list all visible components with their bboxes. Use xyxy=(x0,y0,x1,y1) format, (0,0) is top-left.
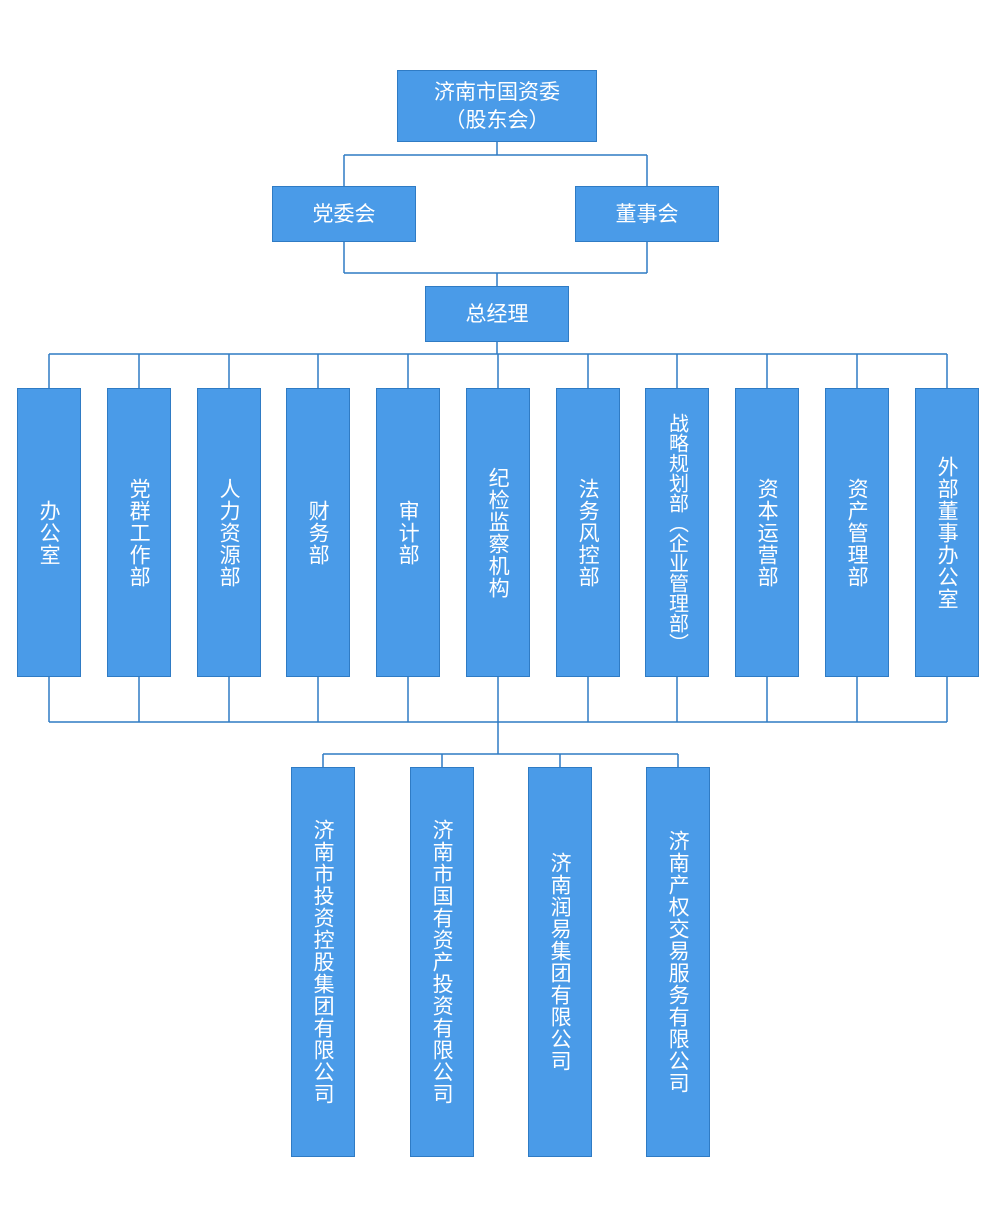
dept-external-directors-office: 外部董事办公室 xyxy=(915,388,979,677)
dept-label: 审计部 xyxy=(396,499,421,566)
subsidiary-investment-holding-group: 济南市投资控股集团有限公司 xyxy=(291,767,355,1157)
dept-strategic-planning: 战略规划部（企业管理部） xyxy=(645,388,709,677)
node-party-committee: 党委会 xyxy=(272,186,416,242)
dept-label: 资产管理部 xyxy=(845,477,870,588)
dept-label: 资本运营部 xyxy=(755,477,780,588)
dept-legal-risk: 法务风控部 xyxy=(556,388,620,677)
subsidiary-label: 济南产权交易服务有限公司 xyxy=(666,830,691,1094)
dept-label: 法务风控部 xyxy=(576,477,601,588)
dept-label: 财务部 xyxy=(306,499,331,566)
subsidiary-property-rights-exchange: 济南产权交易服务有限公司 xyxy=(646,767,710,1157)
general-manager-label: 总经理 xyxy=(465,301,529,326)
top-node-sasac: 济南市国资委 （股东会） xyxy=(397,70,597,142)
board-of-directors-label: 董事会 xyxy=(615,201,679,226)
dept-finance: 财务部 xyxy=(286,388,350,677)
party-committee-label: 党委会 xyxy=(312,201,376,226)
dept-label: 战略规划部（企业管理部） xyxy=(665,412,690,653)
subsidiary-runyi-group: 济南润易集团有限公司 xyxy=(528,767,592,1157)
subsidiary-label: 济南润易集团有限公司 xyxy=(548,852,573,1072)
dept-discipline-inspection: 纪检监察机构 xyxy=(466,388,530,677)
dept-audit: 审计部 xyxy=(376,388,440,677)
dept-party-affairs: 党群工作部 xyxy=(107,388,171,677)
dept-label: 办公室 xyxy=(37,499,62,566)
dept-label: 纪检监察机构 xyxy=(486,466,511,599)
dept-human-resources: 人力资源部 xyxy=(197,388,261,677)
dept-capital-operation: 资本运营部 xyxy=(735,388,799,677)
top-node-label: 济南市国资委 （股东会） xyxy=(434,79,560,132)
subsidiary-label: 济南市国有资产投资有限公司 xyxy=(430,819,455,1105)
dept-asset-management: 资产管理部 xyxy=(825,388,889,677)
dept-office: 办公室 xyxy=(17,388,81,677)
dept-label: 外部董事办公室 xyxy=(935,455,960,610)
subsidiary-state-asset-investment: 济南市国有资产投资有限公司 xyxy=(410,767,474,1157)
dept-label: 党群工作部 xyxy=(127,477,152,588)
subsidiary-label: 济南市投资控股集团有限公司 xyxy=(311,819,336,1105)
dept-label: 人力资源部 xyxy=(217,477,242,588)
node-board-of-directors: 董事会 xyxy=(575,186,719,242)
node-general-manager: 总经理 xyxy=(425,286,569,342)
